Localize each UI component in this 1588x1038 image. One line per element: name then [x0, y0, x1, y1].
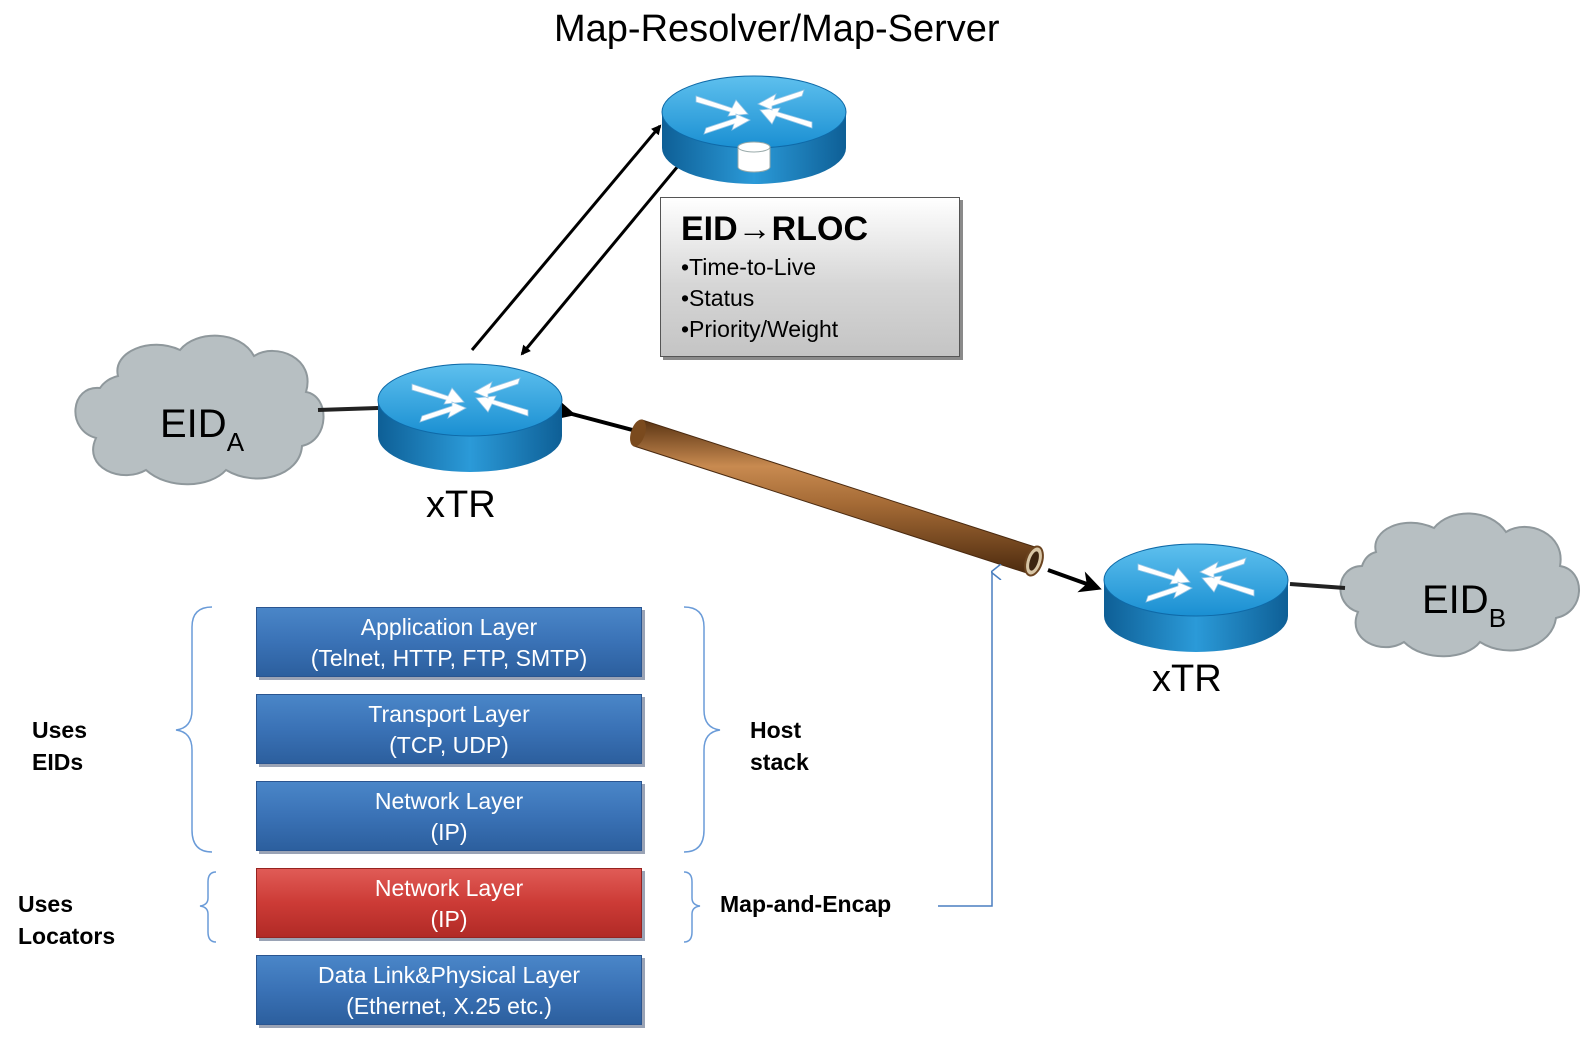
- layer-name: Network Layer: [374, 875, 524, 901]
- eid-b-subscript: B: [1488, 603, 1507, 633]
- host-stack-line: stack: [750, 749, 809, 775]
- eid-a-cloud: [74, 334, 325, 486]
- layer-name: Data Link&Physical Layer: [317, 962, 581, 988]
- eid-b-label: EIDB: [1422, 578, 1506, 634]
- layer-protocols: (TCP, UDP): [389, 732, 509, 758]
- layer-protocols: (Telnet, HTTP, FTP, SMTP): [310, 645, 588, 671]
- xtr-a-label: xTR: [426, 484, 496, 526]
- uses-eids-line: EIDs: [32, 749, 84, 775]
- eid-b-cloud: [1339, 512, 1580, 658]
- uses-eids-label: Uses EIDs: [32, 714, 87, 778]
- uses-locators-label: Uses Locators: [18, 888, 115, 952]
- map-request-arrow: [470, 124, 662, 351]
- map-and-encap-brace: [683, 871, 701, 943]
- host-stack-line: Host: [750, 717, 802, 743]
- layer-name: Transport Layer: [368, 701, 530, 727]
- network-layer-eid: Network Layer (IP): [256, 781, 642, 851]
- uses-locators-line: Locators: [18, 923, 116, 949]
- map-and-encap-label: Map-and-Encap: [720, 891, 892, 917]
- host-stack-brace: [683, 606, 721, 853]
- layer-name: Application Layer: [360, 614, 538, 640]
- host-stack-label: Host stack: [750, 714, 809, 778]
- mapping-item: •Time-to-Live: [681, 254, 817, 280]
- link-eid-a-xtr: [317, 406, 379, 412]
- network-layer-locator: Network Layer (IP): [256, 868, 642, 938]
- lisp-tunnel: [551, 398, 1102, 593]
- mapping-item: •Priority/Weight: [681, 316, 839, 342]
- map-server-router: [661, 75, 847, 185]
- mapping-heading: EID→RLOC: [681, 210, 868, 248]
- link-xtr-eid-b: [1289, 582, 1346, 590]
- database-icon: [737, 141, 771, 173]
- uses-locators-line: Uses: [18, 891, 73, 917]
- transport-layer: Transport Layer (TCP, UDP): [256, 694, 642, 764]
- uses-locators-brace: [199, 871, 217, 943]
- mapping-item: •Status: [681, 285, 755, 311]
- mapping-info-box: EID→RLOC •Time-to-Live •Status •Priority…: [660, 197, 960, 357]
- layer-name: Network Layer: [374, 788, 524, 814]
- layer-protocols: (IP): [430, 819, 468, 845]
- layer-protocols: (IP): [430, 906, 468, 932]
- data-link-physical-layer: Data Link&Physical Layer (Ethernet, X.25…: [256, 955, 642, 1025]
- eid-a-base: EID: [160, 402, 227, 446]
- eid-b-base: EID: [1422, 578, 1489, 622]
- layer-protocols: (Ethernet, X.25 etc.): [346, 993, 552, 1019]
- uses-eids-line: Uses: [32, 717, 87, 743]
- xtr-b-router: [1103, 543, 1289, 653]
- application-layer: Application Layer (Telnet, HTTP, FTP, SM…: [256, 607, 642, 677]
- eid-a-subscript: A: [226, 427, 245, 457]
- map-and-encap-connector: [938, 572, 992, 907]
- eid-a-label: EIDA: [160, 402, 244, 458]
- uses-eids-brace: [175, 606, 213, 853]
- map-server-title: Map-Resolver/Map-Server: [554, 8, 1000, 50]
- xtr-a-router: [377, 363, 563, 473]
- map-reply-arrow: [520, 165, 680, 356]
- xtr-b-label: xTR: [1152, 658, 1222, 700]
